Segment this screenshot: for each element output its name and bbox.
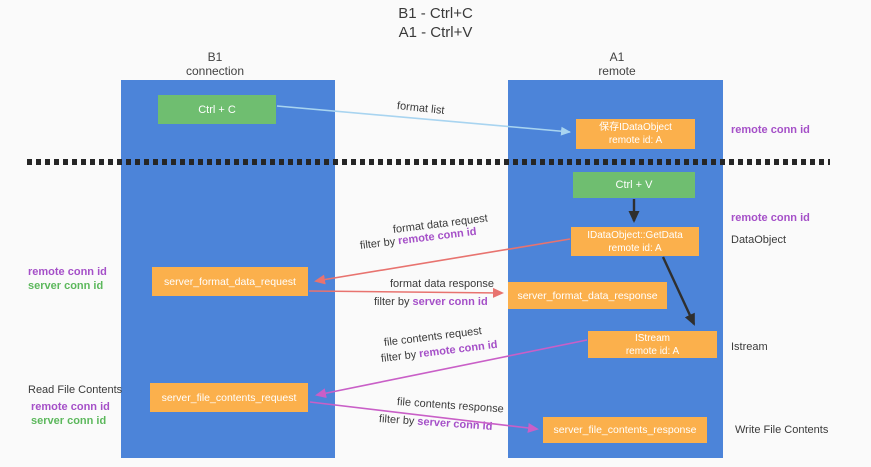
left-remote-conn-id-2: remote conn id	[31, 401, 110, 413]
ctrl-c-label: Ctrl + C	[198, 103, 236, 116]
left-conn-id-legend-1: remote conn id server conn id	[28, 265, 107, 293]
save-idataobject-line2: remote id: A	[608, 135, 663, 146]
write-file-contents-label: Write File Contents	[735, 424, 829, 436]
save-idataobject-line1: 保存IDataObject	[599, 122, 672, 133]
getdata-line1: IDataObject::GetData	[587, 229, 683, 241]
diagram-title: B1 - Ctrl+C A1 - Ctrl+V	[0, 4, 871, 42]
title-line-1: B1 - Ctrl+C	[398, 5, 473, 22]
column-a1-title: A1	[609, 50, 625, 64]
column-a1-subtitle: remote	[598, 64, 636, 78]
server-file-contents-response-box: server_file_contents_response	[543, 417, 707, 443]
save-idataobject-box: 保存IDataObject remote id: A	[576, 119, 695, 149]
istream-side-label: Istream	[731, 341, 768, 353]
filter-by-text-2: filter by	[374, 296, 410, 308]
format-data-response-label: format data response	[390, 278, 494, 290]
right-remote-conn-id-1: remote conn id	[731, 124, 810, 136]
left-remote-conn-id-1: remote conn id	[28, 266, 107, 278]
left-server-conn-id-1: server conn id	[28, 280, 104, 292]
istream-box: IStream remote id: A	[588, 331, 717, 358]
machine-boundary-dashed-line	[27, 159, 830, 165]
column-header-b1: B1 connection	[145, 50, 285, 78]
read-file-contents-label: Read File Contents	[28, 384, 123, 396]
istream-line1: IStream	[634, 332, 670, 344]
idataobject-getdata-box: IDataObject::GetData remote id: A	[571, 227, 699, 256]
server-format-data-request-box: server_format_data_request	[152, 267, 308, 296]
filter-by-text-1: filter by	[359, 235, 396, 252]
column-header-a1: A1 remote	[547, 50, 687, 78]
getdata-line2: remote id: A	[608, 242, 662, 254]
ctrl-v-label: Ctrl + V	[615, 179, 653, 191]
column-b1-title: B1	[207, 50, 223, 64]
server-format-data-response-label: server_format_data_response	[517, 289, 658, 302]
dataobject-label: DataObject	[731, 234, 787, 246]
server-file-contents-response-label: server_file_contents_response	[553, 424, 697, 436]
ctrl-v-box: Ctrl + V	[573, 172, 695, 198]
file-contents-response-label: file contents response	[396, 396, 505, 416]
column-b1-subtitle: connection	[185, 64, 245, 78]
right-remote-conn-id-2: remote conn id	[731, 212, 810, 224]
server-file-contents-request-box: server_file_contents_request	[150, 383, 308, 412]
format-data-response-arrow	[308, 287, 504, 298]
filter-by-text-3: filter by	[380, 348, 417, 365]
left-server-conn-id-2: server conn id	[31, 415, 107, 427]
left-conn-id-legend-2: remote conn id server conn id	[31, 400, 110, 428]
server-format-data-response-box: server_format_data_response	[508, 282, 667, 309]
istream-line2: remote id: A	[625, 345, 680, 357]
ctrl-c-box: Ctrl + C	[158, 95, 276, 124]
server-format-data-request-label: server_format_data_request	[164, 275, 296, 288]
filter-server-conn-id-2: server conn id	[416, 415, 493, 433]
title-line-2: A1 - Ctrl+V	[398, 24, 473, 41]
filter-server-conn-id-1: server conn id	[412, 296, 488, 308]
filter-by-text-4: filter by	[378, 413, 415, 428]
server-file-contents-request-label: server_file_contents_request	[161, 391, 297, 404]
format-list-label: format list	[396, 100, 446, 117]
